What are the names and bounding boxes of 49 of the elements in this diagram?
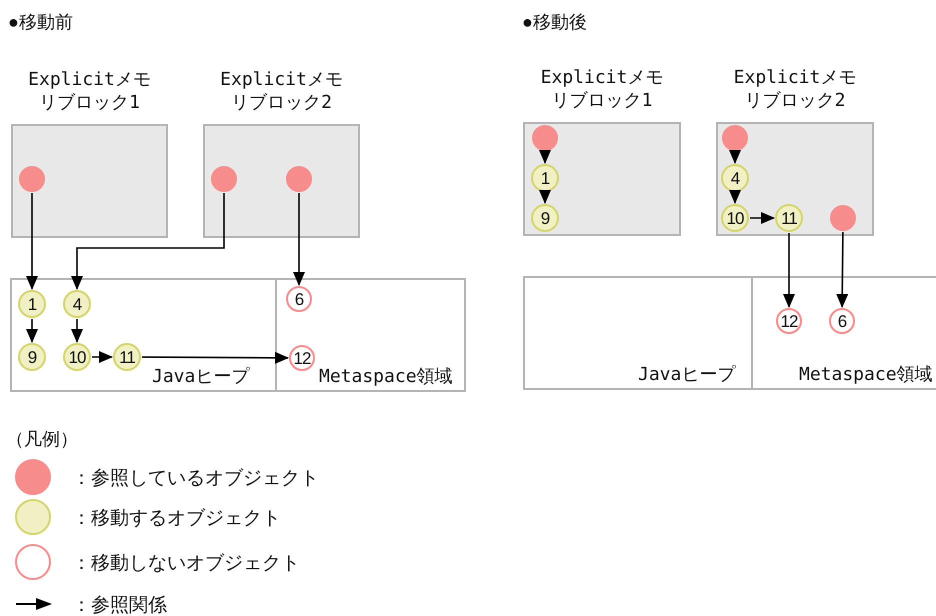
block-label: Explicitメモリブロック2 xyxy=(732,66,858,112)
arrow xyxy=(26,193,38,290)
moving-object-circle: 10 xyxy=(721,204,749,232)
block-label: Explicitメモリブロック1 xyxy=(540,66,664,112)
arrow xyxy=(783,233,795,308)
arrow xyxy=(729,190,741,204)
block-label: Explicitメモリブロック2 xyxy=(219,68,344,114)
arrow xyxy=(750,212,775,224)
arrow xyxy=(71,193,225,290)
moving-object-circle: 1 xyxy=(531,164,559,192)
moving-object-circle: 11 xyxy=(113,343,141,371)
referencing-object-dot xyxy=(830,205,856,231)
moving-object-circle: 11 xyxy=(775,204,803,232)
arrow xyxy=(539,190,551,204)
referencing-object-dot xyxy=(19,166,45,192)
legend-text: ：移動しないオブジェクト xyxy=(72,552,300,576)
arrow xyxy=(729,150,741,164)
moving-object-circle: 4 xyxy=(63,290,91,318)
area-label: Javaヒープ xyxy=(152,365,250,388)
fixed-object-circle: 12 xyxy=(289,345,315,371)
arrow xyxy=(142,352,289,364)
referencing-object-dot xyxy=(722,125,748,151)
moving-object-circle: 4 xyxy=(721,164,749,192)
legend-text: ：参照関係 xyxy=(72,594,167,616)
area-label: Javaヒープ xyxy=(638,363,736,386)
fixed-object-circle: 6 xyxy=(829,308,855,334)
area-label: Metaspace領域 xyxy=(799,363,933,386)
arrow xyxy=(92,351,113,363)
referencing-object-dot xyxy=(532,125,558,151)
moving-object-circle: 9 xyxy=(531,204,559,232)
fixed-object-circle: 12 xyxy=(776,308,802,334)
arrow xyxy=(293,193,305,286)
legend-heading: （凡例） xyxy=(6,428,78,451)
arrow xyxy=(836,232,848,308)
arrow xyxy=(26,319,38,343)
fixed-object-circle: 6 xyxy=(286,286,312,312)
section-heading: ●移動後 xyxy=(522,11,587,34)
referencing-object-dot xyxy=(286,166,312,192)
legend-text: ：参照しているオブジェクト xyxy=(72,467,319,491)
section-heading: ●移動前 xyxy=(8,11,73,34)
block-label: Explicitメモリブロック1 xyxy=(27,68,152,114)
legend-text: ：移動するオブジェクト xyxy=(72,507,281,531)
moving-object-circle: 9 xyxy=(18,343,46,371)
arrow xyxy=(539,150,551,164)
moving-object-circle: 10 xyxy=(63,343,91,371)
area-label: Metaspace領域 xyxy=(319,365,453,388)
arrow xyxy=(71,319,83,343)
moving-object-circle: 1 xyxy=(18,290,46,318)
referencing-object-dot xyxy=(211,166,237,192)
